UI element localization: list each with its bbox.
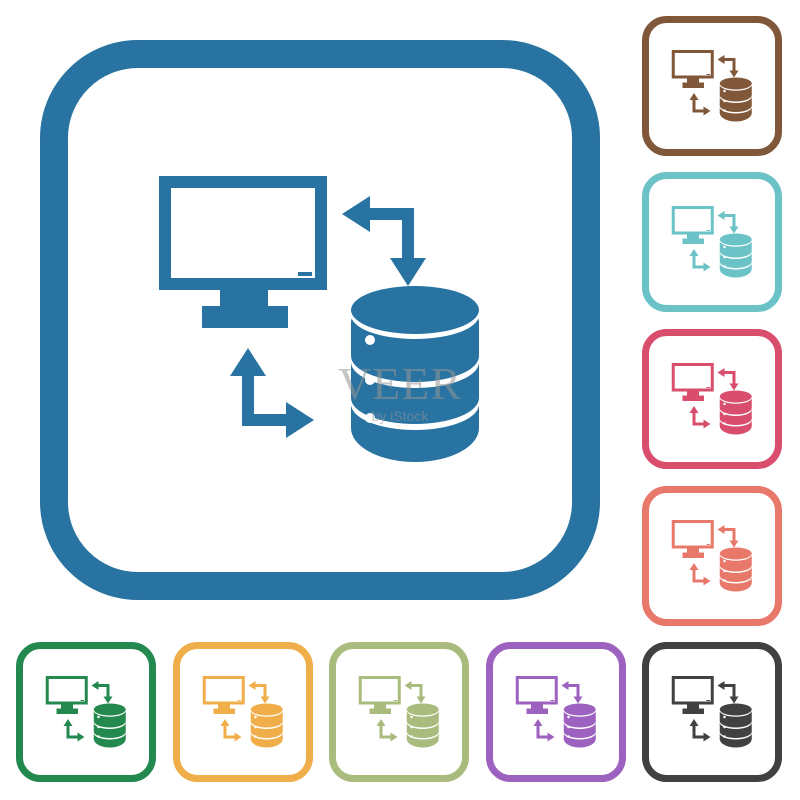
database-icon (406, 703, 439, 748)
monitor-icon (671, 520, 714, 558)
monitor-icon (159, 176, 327, 328)
tile-frame (642, 16, 782, 156)
tile-frame (642, 329, 782, 469)
computer-database-sync-icon (671, 676, 752, 748)
arrow-top-icon (248, 681, 270, 704)
icon-variant-salmon (642, 486, 782, 626)
tile-frame (642, 172, 782, 312)
monitor-icon (671, 206, 714, 244)
computer-database-sync-icon (358, 676, 439, 748)
tile-frame (329, 642, 469, 782)
arrow-top-icon (404, 681, 426, 704)
icon-variant-purple (486, 642, 626, 782)
arrow-bottom-icon (689, 93, 711, 116)
arrow-bottom-icon (376, 719, 398, 742)
database-icon (93, 703, 126, 748)
arrow-top-icon (91, 681, 113, 704)
icon-variant-brown (642, 16, 782, 156)
icon-variant-green (16, 642, 156, 782)
tile-frame (40, 40, 600, 600)
monitor-icon (45, 676, 88, 714)
monitor-icon (671, 676, 714, 714)
computer-database-sync-icon (45, 676, 126, 748)
tile-frame (486, 642, 626, 782)
monitor-icon (515, 676, 558, 714)
database-icon (719, 77, 752, 122)
computer-database-sync-icon (671, 50, 752, 122)
icon-variant-olive (329, 642, 469, 782)
database-icon (719, 703, 752, 748)
arrow-bottom-icon (689, 563, 711, 586)
arrow-top-icon (717, 55, 739, 78)
arrow-top-icon (561, 681, 583, 704)
tile-frame (16, 642, 156, 782)
tile-frame (173, 642, 313, 782)
arrow-bottom-icon (220, 719, 242, 742)
arrow-top-icon (342, 196, 426, 286)
database-icon (719, 233, 752, 278)
computer-database-sync-icon (671, 520, 752, 592)
icon-variant-dark (642, 642, 782, 782)
monitor-icon (671, 363, 714, 401)
database-icon (351, 286, 479, 462)
arrow-bottom-icon (689, 719, 711, 742)
icon-variant-orange (173, 642, 313, 782)
arrow-bottom-icon (689, 249, 711, 272)
arrow-top-icon (717, 211, 739, 234)
computer-database-sync-icon (202, 676, 283, 748)
icon-tile-main (40, 40, 600, 600)
monitor-icon (671, 50, 714, 88)
computer-database-sync-icon (671, 363, 752, 435)
database-icon (563, 703, 596, 748)
arrow-top-icon (717, 681, 739, 704)
icon-variant-teal (642, 172, 782, 312)
arrow-bottom-icon (230, 348, 314, 438)
icon-variant-crimson (642, 329, 782, 469)
monitor-icon (358, 676, 401, 714)
computer-database-sync-icon (515, 676, 596, 748)
monitor-icon (202, 676, 245, 714)
arrow-top-icon (717, 525, 739, 548)
arrow-bottom-icon (63, 719, 85, 742)
tile-frame (642, 486, 782, 626)
database-icon (250, 703, 283, 748)
computer-database-sync-icon (159, 176, 479, 462)
database-icon (719, 547, 752, 592)
computer-database-sync-icon (671, 206, 752, 278)
tile-frame (642, 642, 782, 782)
database-icon (719, 390, 752, 435)
arrow-bottom-icon (689, 406, 711, 429)
arrow-top-icon (717, 368, 739, 391)
arrow-bottom-icon (533, 719, 555, 742)
